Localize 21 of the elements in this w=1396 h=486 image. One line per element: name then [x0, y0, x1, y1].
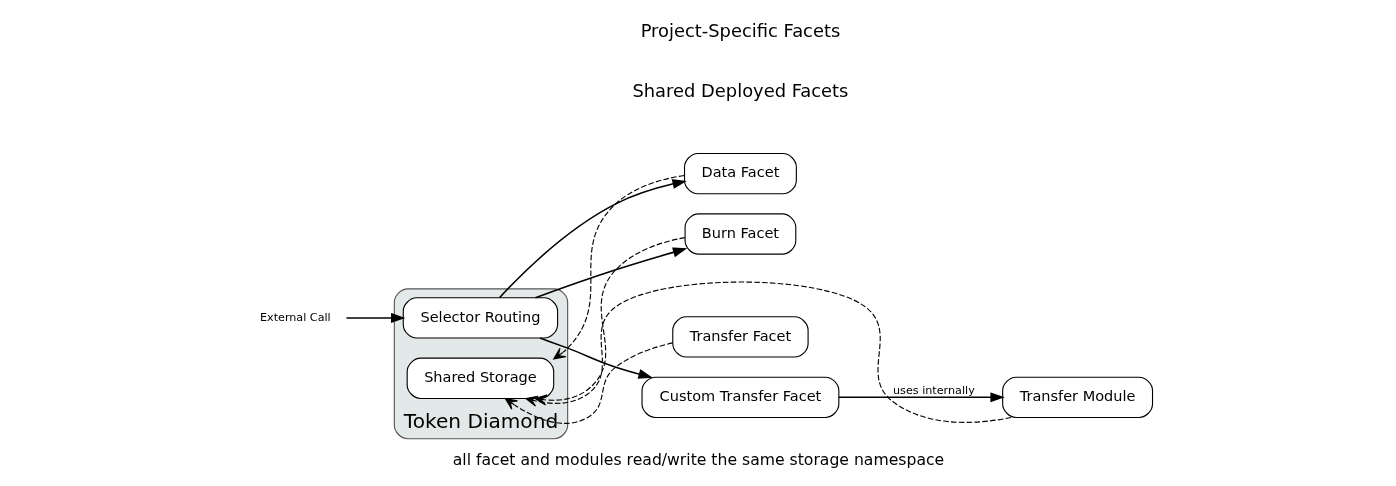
arrow	[534, 237, 685, 406]
node-box: Selector Routing	[402, 297, 558, 339]
node-box: Transfer Module	[1001, 376, 1153, 418]
arrow	[345, 312, 405, 323]
node-box: Data Facet	[683, 153, 797, 195]
node-box: Custom Transfer Facet	[640, 376, 839, 418]
arrow	[534, 247, 687, 299]
node-box: Burn Facet	[684, 213, 796, 255]
arrow	[504, 342, 673, 424]
arrow	[552, 174, 685, 360]
edge-label: uses internally	[892, 383, 975, 397]
arrow	[538, 337, 653, 379]
arrow	[498, 179, 687, 299]
caption: all facet and modules read/write the same storage namespace	[452, 449, 944, 469]
arrow	[524, 281, 1012, 423]
arrow	[837, 392, 1005, 403]
label: Project-Specific Facets	[640, 20, 840, 42]
node-box: Transfer Facet	[671, 316, 809, 358]
node-text: External Call	[259, 310, 331, 324]
label: Shared Deployed Facets	[631, 80, 848, 102]
node-box: Shared Storage	[406, 357, 554, 399]
